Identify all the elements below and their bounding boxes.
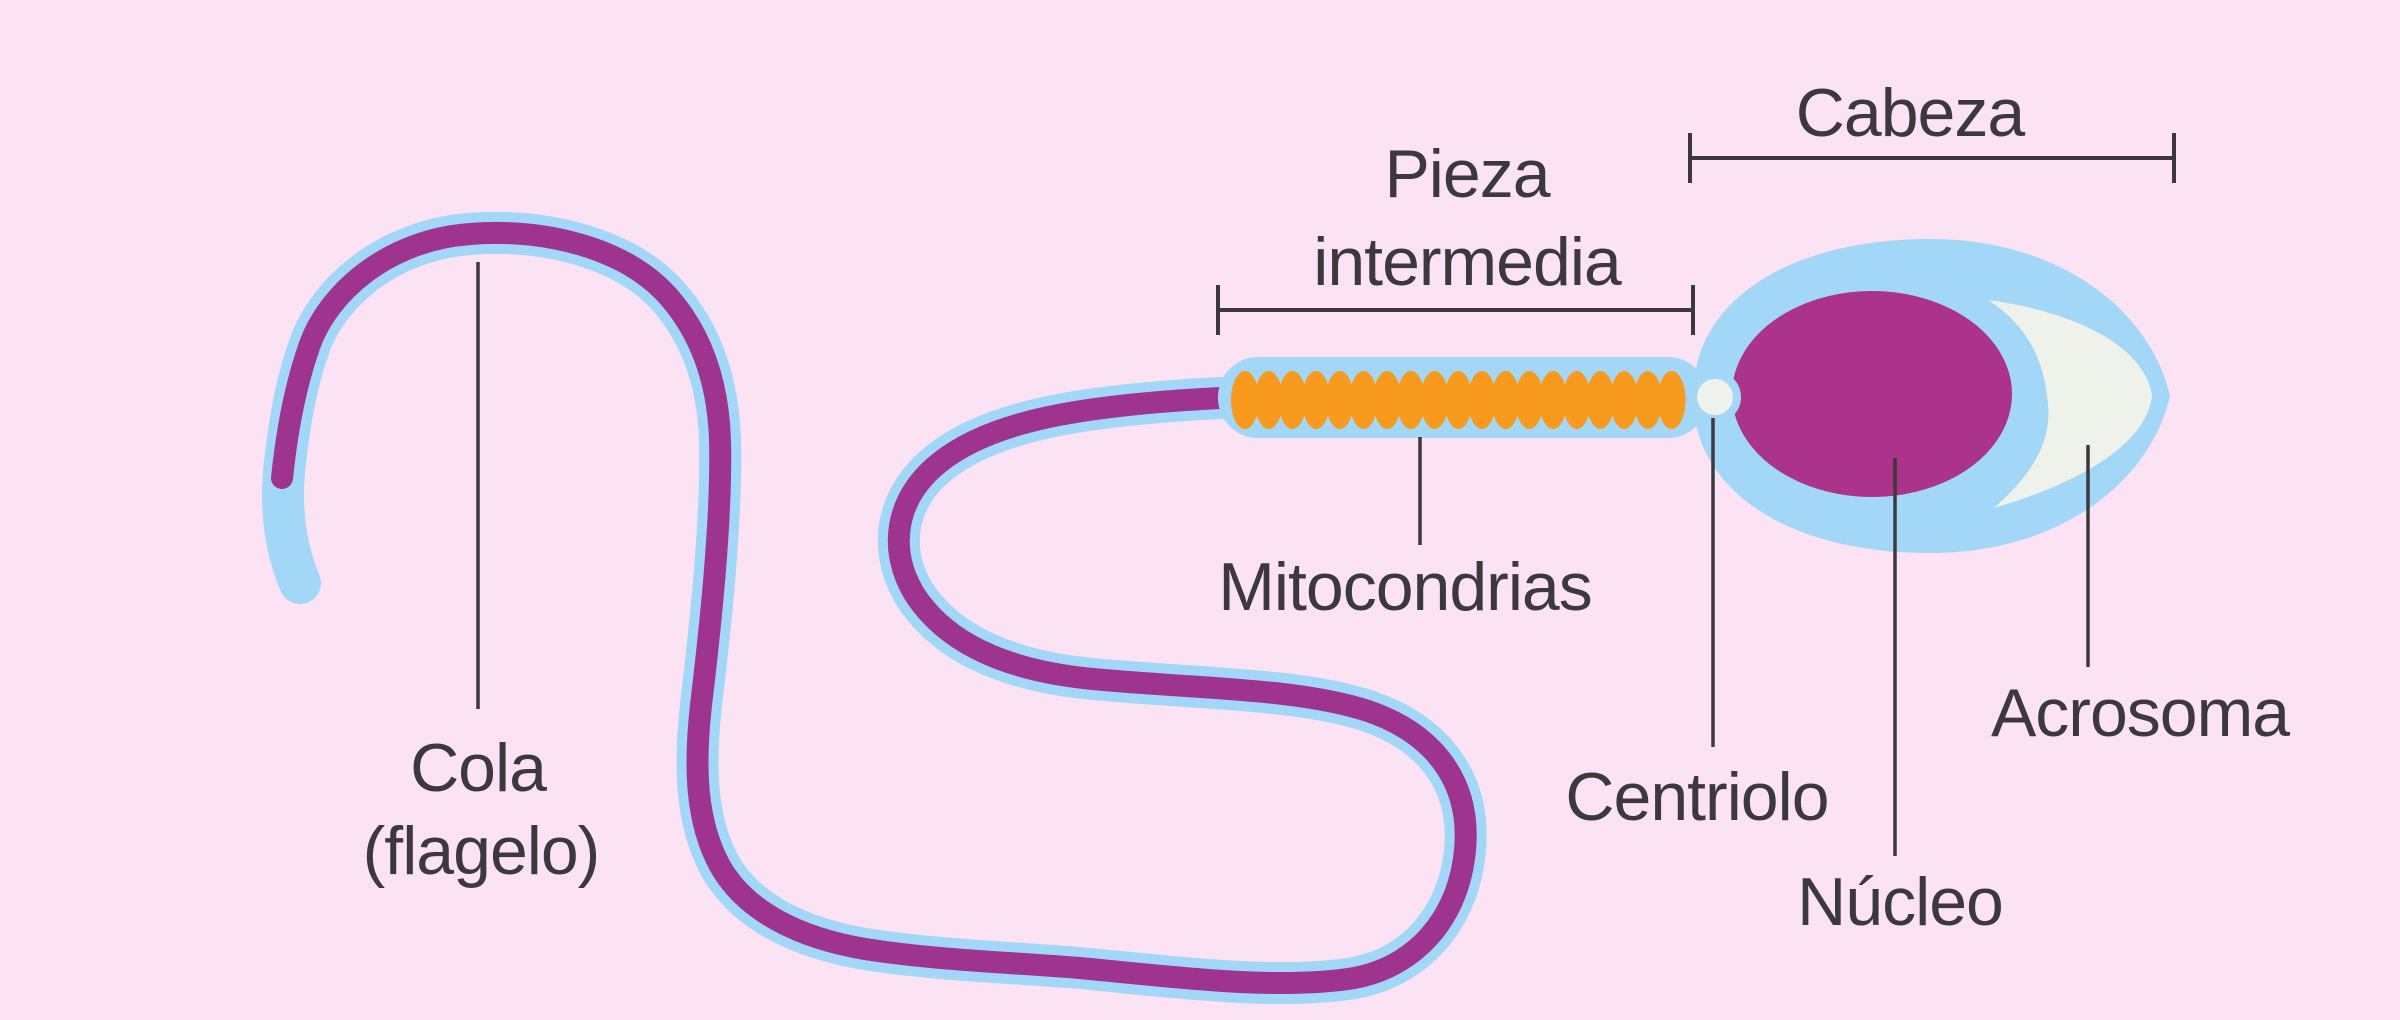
mitochondrion-oval — [1278, 371, 1307, 429]
mitochondrion-oval — [1562, 371, 1591, 429]
mitochondrion-oval — [1302, 371, 1331, 429]
mitochondrion-oval — [1515, 371, 1544, 429]
label-cola-line2: (flagelo) — [363, 813, 600, 889]
brackets — [1216, 133, 2176, 335]
mitochondrion-oval — [1254, 371, 1283, 429]
pieza-intermedia-bracket — [1216, 285, 1695, 335]
mitochondrion-oval — [1491, 371, 1520, 429]
label-nucleo: Núcleo — [1797, 864, 2003, 940]
nucleus — [1732, 291, 2012, 497]
mitochondrion-oval — [1657, 371, 1686, 429]
labels: Cabeza Pieza intermedia Mitocondrias Cen… — [363, 75, 2292, 940]
mitochondrion-oval — [1231, 371, 1259, 429]
label-acrosoma: Acrosoma — [1991, 675, 2290, 751]
acrosome — [1988, 300, 2152, 508]
label-centriolo: Centriolo — [1565, 759, 1828, 835]
mitochondrion-oval — [1586, 371, 1615, 429]
label-pieza-line1: Pieza — [1384, 136, 1550, 212]
mitochondrion-oval — [1396, 371, 1425, 429]
mitochondrion-oval — [1420, 371, 1449, 429]
mitochondrion-oval — [1444, 371, 1473, 429]
mitochondrion-oval — [1633, 371, 1662, 429]
cabeza-bracket — [1688, 133, 2176, 183]
tail-flagellum-core — [271, 221, 1477, 995]
leader-lines — [476, 262, 2090, 856]
mitochondrion-oval — [1325, 371, 1354, 429]
mitochondrion-oval — [1610, 371, 1639, 429]
label-cabeza: Cabeza — [1796, 75, 2026, 151]
mitochondrion-oval — [1468, 371, 1496, 429]
label-pieza-line2: intermedia — [1313, 224, 1622, 300]
mitochondria-group — [1231, 371, 1686, 429]
label-mitocondrias: Mitocondrias — [1218, 549, 1592, 625]
label-cola-line1: Cola — [410, 730, 547, 806]
mitochondrion-oval — [1373, 371, 1402, 429]
centriole — [1689, 371, 1741, 423]
mitochondrion-oval — [1349, 371, 1378, 429]
mitochondrion-oval — [1539, 371, 1568, 429]
